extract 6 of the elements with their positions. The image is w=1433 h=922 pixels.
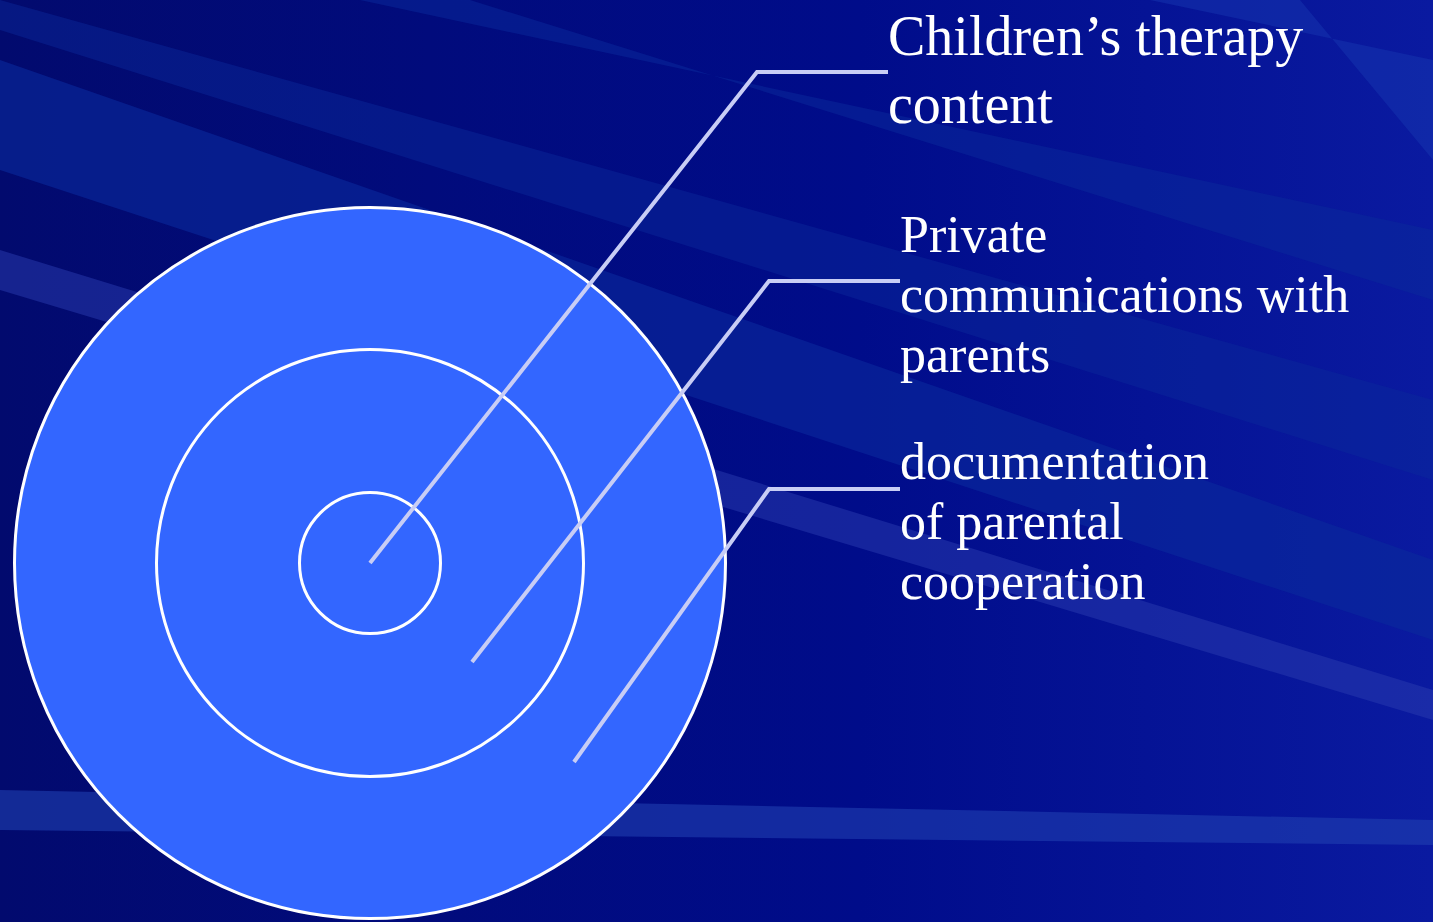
leader-line	[368, 70, 888, 565]
callout-text: Children’s therapy content	[888, 2, 1428, 138]
leader-line	[470, 279, 900, 664]
callout-text: documentation of parental cooperation	[900, 432, 1240, 612]
leader-line	[572, 487, 900, 764]
callout-text: Private communications with parents	[900, 205, 1380, 385]
